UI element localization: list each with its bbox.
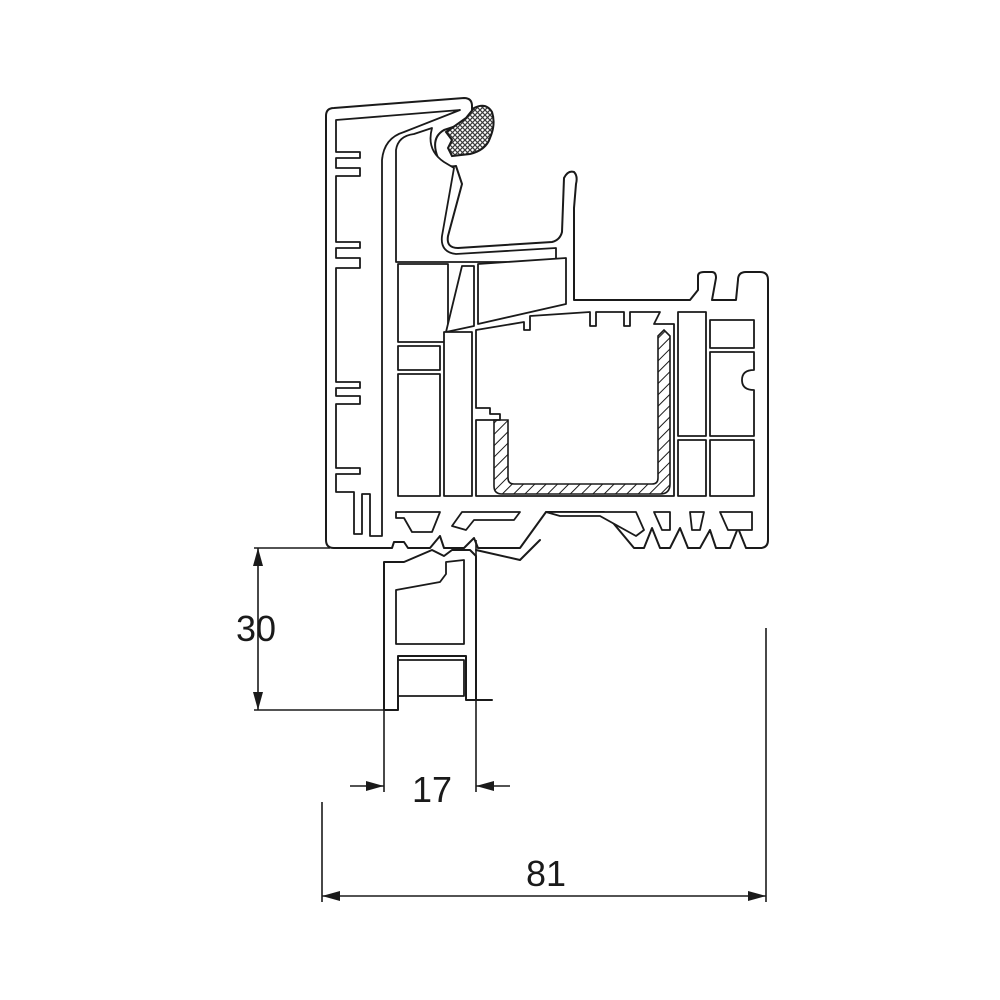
frame-chamber — [395, 559, 465, 645]
dimension-label-overall-width: 81 — [526, 853, 566, 894]
gasket-seal — [444, 104, 495, 158]
sash-chamber — [397, 345, 441, 371]
sash-chamber — [709, 439, 755, 497]
dimension-label-inner-width: 17 — [412, 769, 452, 810]
arrow-head-icon — [253, 692, 263, 710]
sash-upper-channel — [395, 127, 557, 263]
sash-bottom-chamber — [451, 511, 521, 531]
sash-outer-wall-chamber — [335, 109, 461, 537]
sash-chamber — [397, 373, 441, 497]
sash-bottom-chamber — [689, 511, 705, 531]
sash-chamber — [677, 311, 707, 437]
arrow-head-icon — [476, 781, 494, 791]
steel-reinforcement — [493, 328, 671, 495]
sash-chamber — [709, 319, 755, 349]
dimension-label-height: 30 — [236, 608, 276, 649]
sash-chamber — [397, 263, 449, 343]
sash-bottom-chamber — [395, 511, 441, 533]
sash-chamber — [677, 439, 707, 497]
arrow-head-icon — [253, 548, 263, 566]
sash-bottom-chamber — [653, 511, 671, 531]
gasket-seal-body — [444, 104, 495, 158]
frame-profile — [383, 539, 541, 711]
dimension-overall-width: 81 — [321, 628, 767, 902]
sash-chamber — [445, 265, 475, 333]
sash-chamber — [443, 331, 473, 497]
sash-chamber — [477, 257, 567, 325]
reinforcement-cavity — [475, 311, 675, 497]
sash-bottom-chamber — [719, 511, 753, 531]
glazing-bead-gasket-track — [545, 511, 645, 537]
arrow-head-icon — [748, 891, 766, 901]
frame-chamber — [397, 659, 465, 697]
dimension-height: 30 — [236, 547, 398, 711]
sash-chamber — [709, 351, 755, 437]
arrow-head-icon — [322, 891, 340, 901]
sash-profile — [325, 97, 769, 549]
arrow-head-icon — [366, 781, 384, 791]
dimension-inner-width: 17 — [350, 540, 510, 810]
frame-sill-edge — [475, 539, 541, 561]
